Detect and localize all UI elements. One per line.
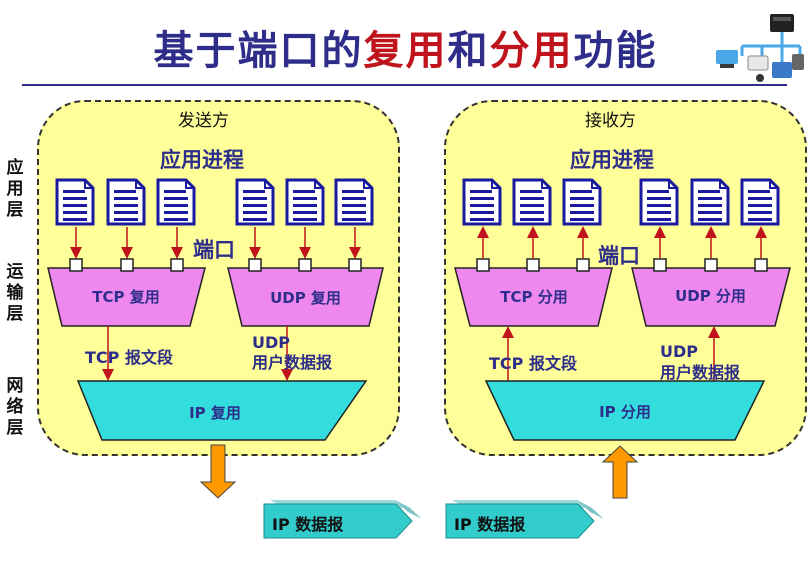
sender-port [120,258,134,272]
network-devices-icon [716,14,804,82]
receiver-udp-demux-box [631,267,791,327]
ip-datagram-label: IP 数据报 [454,515,526,534]
sender-app-process-icon [235,178,275,226]
sender-udp-mux-label: UDP 复用 [270,289,341,307]
receiver-udp-datagram-label: 用户数据报 [660,363,741,382]
receiver-port [526,258,540,272]
layer-label-application: 应用层 [6,158,24,220]
sender-app-process-icon [156,178,196,226]
sender-tcp-mux-label: TCP 复用 [92,288,160,306]
receiver-incoming-arrow [601,445,639,499]
sender-tcp-segment-label: TCP 报文段 [85,348,173,367]
receiver-app-process-icon [690,178,730,226]
sender-port [69,258,83,272]
receiver-port [576,258,590,272]
sender-app-process-label: 应用进程 [160,148,244,172]
receiver-app-process-icon [462,178,502,226]
receiver-app-process-icon [740,178,780,226]
title-divider [22,84,787,86]
sender-port-label: 端口 [193,238,235,262]
receiver-tcp-segment-label: TCP 报文段 [489,354,577,373]
receiver-ip-demux-label: IP 分用 [599,403,651,421]
sender-udp-mux-box [227,267,384,327]
sender-ip-mux-label: IP 复用 [189,404,241,422]
sender-app-process-icon [55,178,95,226]
sender-tcp-mux-box [47,267,206,327]
receiver-port-label: 端口 [598,244,640,268]
sender-port [348,258,362,272]
ip-datagram-arrow-right [445,500,604,539]
sender-app-process-icon [285,178,325,226]
ip-datagram-arrow-left [263,500,422,539]
receiver-app-process-icon [512,178,552,226]
sender-title: 发送方 [178,111,229,131]
page-title: 基于端口的复用和分用功能 [153,28,658,74]
receiver-port [704,258,718,272]
receiver-port [653,258,667,272]
sender-port [170,258,184,272]
receiver-ip-demux-box [484,380,766,441]
sender-outgoing-arrow [199,444,237,499]
sender-udp-datagram-label: 用户数据报 [252,353,333,372]
sender-port [248,258,262,272]
receiver-tcp-demux-box [454,267,613,327]
sender-ip-mux-box [76,380,368,441]
sender-app-process-icon [334,178,374,226]
receiver-tcp-demux-label: TCP 分用 [500,288,568,306]
receiver-udp-label: UDP [660,342,698,361]
receiver-app-process-icon [639,178,679,226]
receiver-udp-demux-label: UDP 分用 [675,287,746,305]
ip-datagram-label: IP 数据报 [272,515,344,534]
sender-udp-label: UDP [252,333,290,352]
sender-app-process-icon [106,178,146,226]
receiver-app-process-label: 应用进程 [570,148,654,172]
receiver-port [476,258,490,272]
layer-label-network: 网络层 [6,376,24,438]
layer-label-transport: 运输层 [6,262,24,324]
receiver-port [754,258,768,272]
receiver-app-process-icon [562,178,602,226]
sender-port [298,258,312,272]
receiver-title: 接收方 [585,111,636,131]
